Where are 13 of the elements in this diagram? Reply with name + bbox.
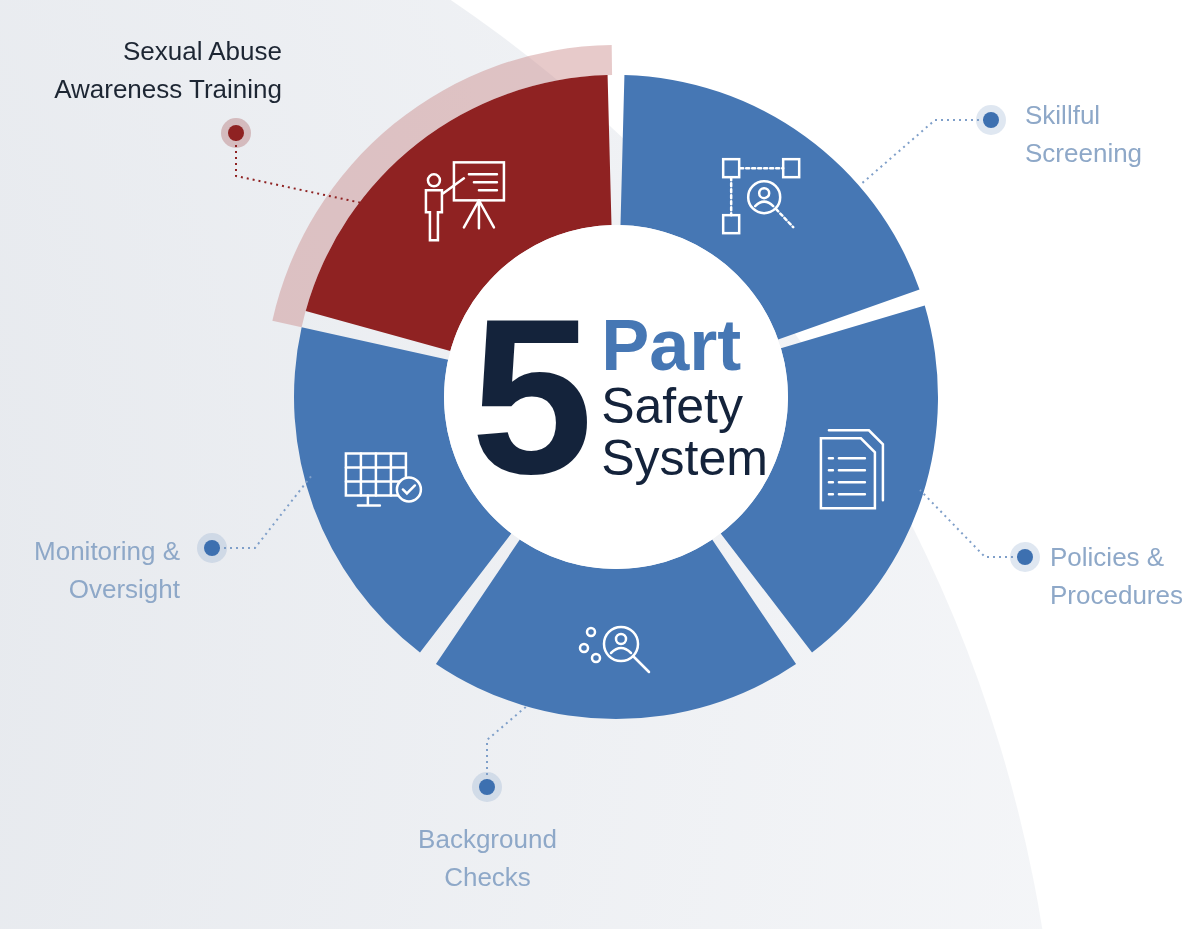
leader-line bbox=[859, 105, 1006, 186]
heading-text: Part bbox=[601, 310, 743, 380]
segment-label: Monitoring & Oversight bbox=[0, 532, 180, 608]
donut-segment bbox=[435, 539, 797, 719]
leader-line bbox=[221, 118, 363, 204]
leader-line bbox=[919, 489, 1040, 572]
segment-label: Sexual Abuse Awareness Training bbox=[20, 32, 282, 108]
leader-line bbox=[472, 704, 529, 802]
segment-label: Policies & Procedures bbox=[1050, 538, 1198, 614]
leader-line bbox=[197, 474, 313, 563]
big-number: 5 bbox=[470, 297, 594, 497]
segment-label: Skillful Screening bbox=[1025, 96, 1195, 172]
segment-label: Background Checks bbox=[400, 820, 575, 896]
